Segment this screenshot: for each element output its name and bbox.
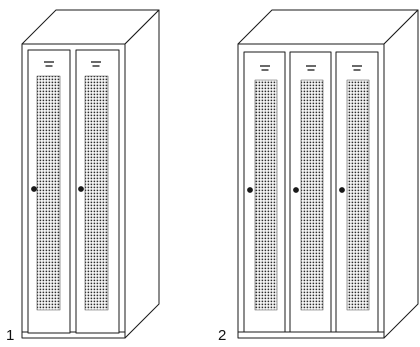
locker-2-door-3[interactable] xyxy=(335,51,379,333)
knob-icon xyxy=(31,186,37,192)
vent-slot-icon xyxy=(44,61,54,67)
perforation-panel xyxy=(36,75,61,311)
locker-1-door-2[interactable] xyxy=(75,49,120,334)
vent-slot-icon xyxy=(91,61,101,67)
locker-1-label: 1 xyxy=(6,327,14,344)
locker-2-door-1[interactable] xyxy=(243,51,286,333)
perforation-panel xyxy=(300,79,324,311)
vent-slot-icon xyxy=(352,65,362,71)
locker-1-door-1[interactable] xyxy=(27,49,71,334)
vent-slot-icon xyxy=(306,65,316,71)
knob-icon xyxy=(78,186,84,192)
knob-icon xyxy=(247,187,253,193)
perforation-panel xyxy=(84,75,109,311)
perforation-panel xyxy=(346,79,370,311)
locker-2 xyxy=(237,9,419,339)
knob-icon xyxy=(339,187,345,193)
perforation-panel xyxy=(254,79,278,311)
locker-1 xyxy=(21,9,160,339)
locker-2-side xyxy=(383,9,419,339)
vent-slot-icon xyxy=(260,65,270,71)
knob-icon xyxy=(293,187,299,193)
locker-2-door-2[interactable] xyxy=(289,51,332,333)
locker-2-label: 2 xyxy=(218,327,226,344)
locker-1-side xyxy=(124,9,160,339)
